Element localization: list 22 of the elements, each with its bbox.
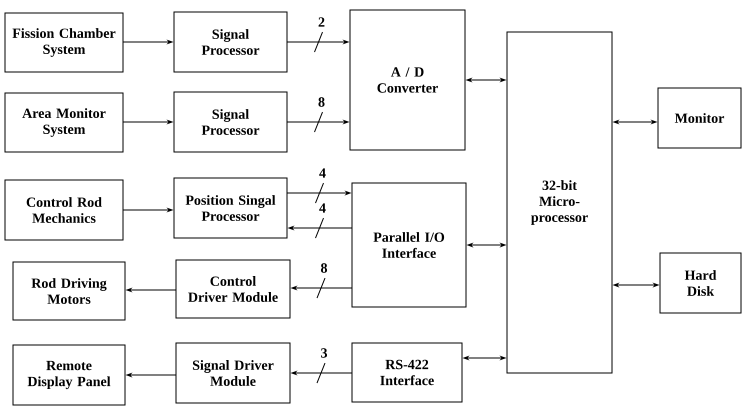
edge-label: 4: [318, 167, 327, 179]
edge-label: 3: [320, 347, 328, 359]
edge-label: 8: [320, 262, 328, 274]
block-box: Position Singal Processor: [174, 178, 288, 238]
block-box: Signal Processor: [174, 12, 288, 72]
edge-label: 2: [317, 16, 326, 28]
block-box: Area Monitor System: [4, 92, 124, 152]
block-box: 32-bit Micro- processor: [506, 32, 612, 374]
block-box: Remote Display Panel: [12, 344, 126, 406]
block-box: Monitor: [658, 88, 742, 148]
block-box: Control Rod Mechanics: [4, 180, 124, 240]
block-box: Signal Processor: [174, 92, 288, 152]
block-box: Fission Chamber System: [4, 12, 124, 72]
block-box: Parallel I/O Interface: [352, 182, 466, 308]
block-box: RS-422 Interface: [352, 342, 462, 402]
edge-label: 8: [317, 96, 326, 108]
block-box: Rod Driving Motors: [12, 262, 126, 320]
block-box: Signal Driver Module: [176, 342, 290, 404]
block-box: Hard Disk: [660, 252, 742, 314]
block-box: A / D Converter: [350, 10, 466, 150]
edge-label: 4: [318, 202, 327, 214]
block-box: Control Driver Module: [176, 260, 290, 318]
